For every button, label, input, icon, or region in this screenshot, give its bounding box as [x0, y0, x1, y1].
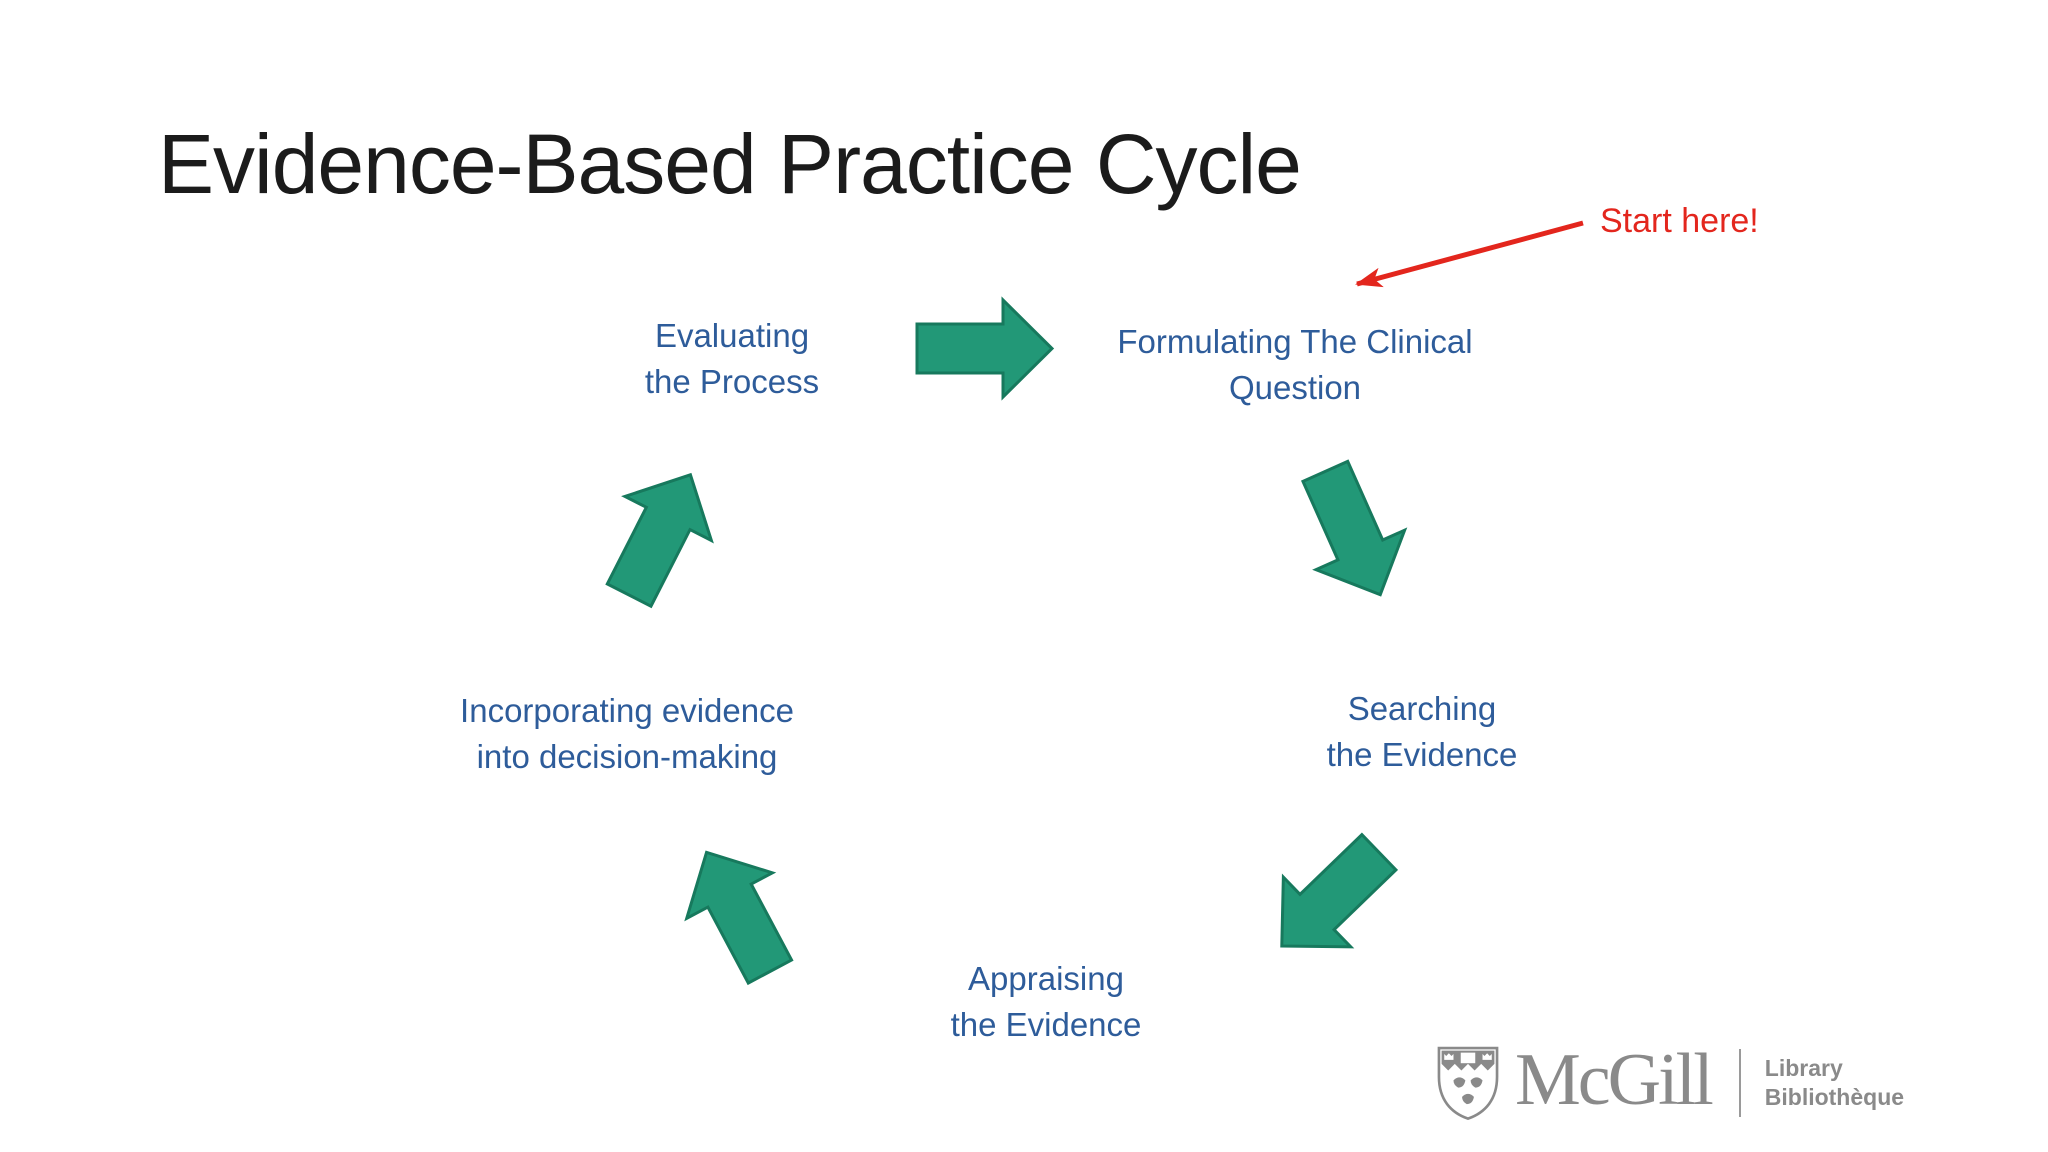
node-evaluating-line2: the Process	[644, 363, 820, 400]
node-appraising-line1: Appraising	[968, 960, 1124, 997]
node-formulating-line1: Formulating The Clinical	[1117, 323, 1473, 360]
node-formulating-line2: Question	[1228, 369, 1362, 406]
node-searching-line2: the Evidence	[1326, 736, 1518, 773]
node-formulating: Formulating The Clinical Question	[1117, 319, 1472, 411]
node-evaluating-line1: Evaluating	[654, 317, 810, 354]
bibliotheque-label: Bibliothèque	[1764, 1084, 1905, 1110]
start-here-arrow-icon	[1327, 198, 1597, 298]
node-incorporating-line2: into decision-making	[476, 738, 778, 775]
node-appraising-line2: the Evidence	[950, 1006, 1142, 1043]
node-incorporating: Incorporating evidence into decision-mak…	[460, 688, 794, 780]
mcgill-wordmark: McGill	[1515, 1039, 1714, 1121]
node-appraising: Appraising the Evidence	[951, 956, 1142, 1048]
logo-unit-label: Library Bibliothèque	[1765, 1054, 1904, 1112]
logo-divider	[1738, 1049, 1741, 1117]
mcgill-crest-icon	[1437, 1046, 1499, 1121]
cycle-arrow-appraising-to-incorporating-icon	[659, 825, 817, 998]
node-searching: Searching the Evidence	[1327, 686, 1518, 778]
cycle-arrow-searching-to-appraising-icon	[1243, 813, 1417, 986]
start-here-label: Start here!	[1600, 202, 1759, 240]
node-evaluating: Evaluating the Process	[645, 313, 819, 405]
cycle-arrow-evaluating-to-formulating-icon	[915, 296, 1055, 401]
page-title: Evidence-Based Practice Cycle	[158, 117, 1302, 211]
cycle-arrow-incorporating-to-evaluating-icon	[581, 448, 738, 620]
library-label: Library	[1764, 1055, 1843, 1081]
cycle-arrow-formulating-to-searching-icon	[1277, 448, 1430, 619]
mcgill-library-logo: McGill Library Bibliothèque	[1435, 1042, 1904, 1124]
node-searching-line1: Searching	[1347, 690, 1497, 727]
node-incorporating-line1: Incorporating evidence	[460, 692, 794, 729]
